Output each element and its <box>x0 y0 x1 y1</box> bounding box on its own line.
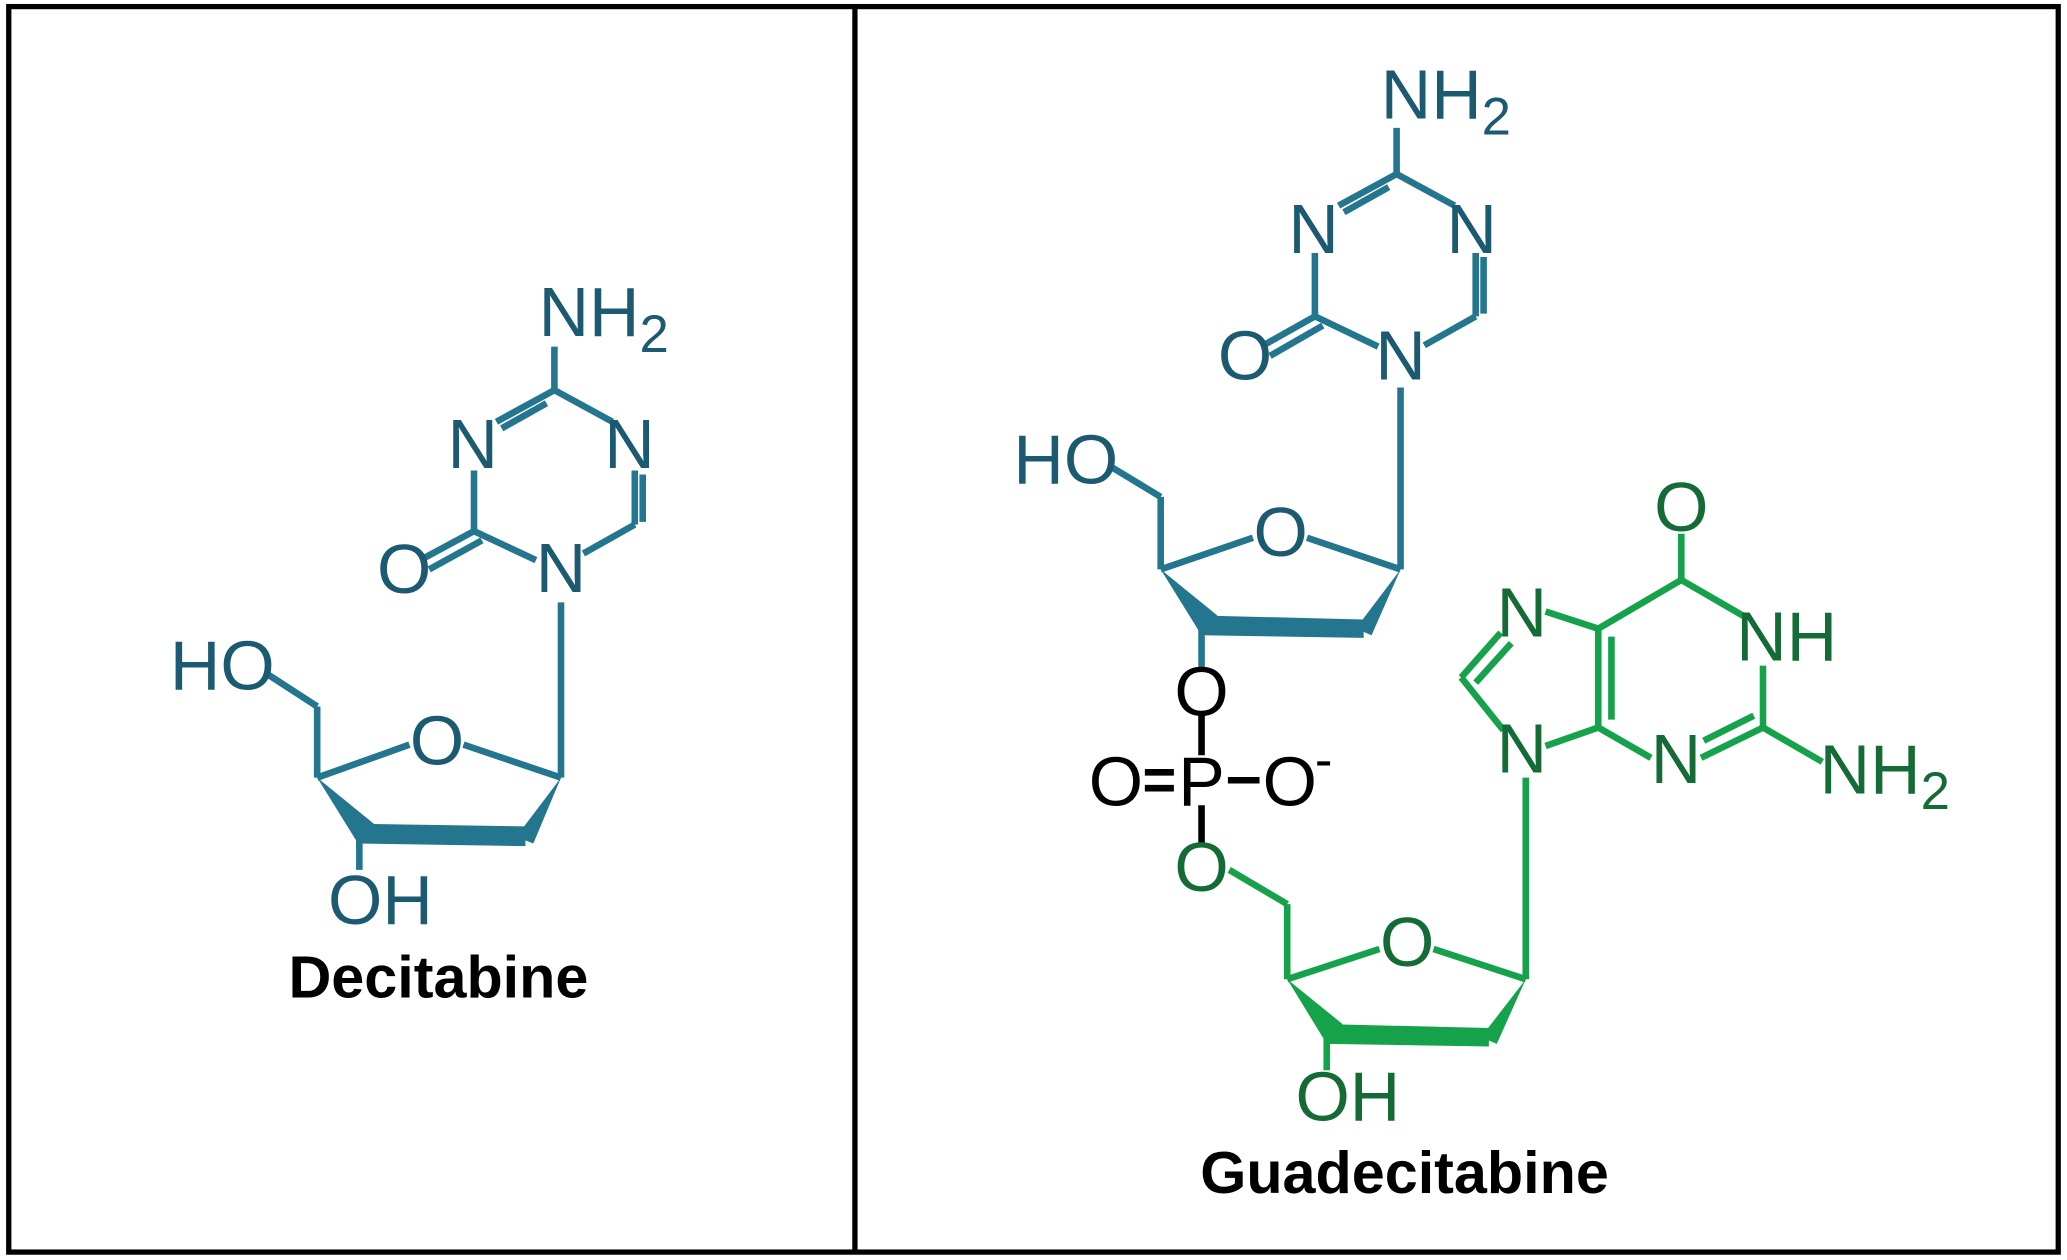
ring-n-right-label: N <box>604 405 654 483</box>
aza-ring-n1-label: N <box>1375 317 1425 395</box>
ring-n1-label: N <box>536 529 586 607</box>
decitabine-bonds <box>266 346 647 870</box>
guanine-n7-label: N <box>1497 574 1547 652</box>
phosphate-o-minus-label: O <box>1263 742 1317 820</box>
aza-wedges <box>1160 569 1401 638</box>
aza-carbonyl-o-label: O <box>1218 317 1272 395</box>
guanine-nh-label: NH <box>1736 597 1837 675</box>
guanine-carbonyl-o-label: O <box>1654 468 1708 546</box>
aza-ring-n-left-label: N <box>1288 190 1338 268</box>
ho-label: HO <box>170 626 275 704</box>
decitabine-atoms: NH2 N N N O O HO OH <box>170 273 669 939</box>
guanine-bonds <box>1227 533 1824 1071</box>
guanine-wedges <box>1287 979 1526 1047</box>
carbonyl-o-label: O <box>377 530 431 608</box>
phosphate-bonds <box>1144 714 1260 844</box>
guanine-ring-o-label: O <box>1380 903 1434 981</box>
aza-bonds <box>1108 127 1487 670</box>
aza-ho-label: HO <box>1013 421 1118 499</box>
decitabine-name: Decitabine <box>288 944 588 1011</box>
guanine-n3-label: N <box>1651 720 1701 798</box>
phosphate-o-bottom-label: O <box>1174 828 1228 906</box>
decitabine-wedges <box>317 777 561 847</box>
guadecitabine-name: Guadecitabine <box>1200 1139 1609 1206</box>
guanine-n9-label: N <box>1497 709 1547 787</box>
ring-o-label: O <box>410 701 464 779</box>
frame <box>6 3 2061 1255</box>
oh-label: OH <box>328 861 433 939</box>
amino-label: NH2 <box>539 273 669 364</box>
guanine-amino-label: NH2 <box>1820 730 1950 821</box>
phosphate-charge-label: - <box>1315 731 1333 790</box>
phosphate-o-top-label: O <box>1174 653 1228 731</box>
phosphate-o-double-label: O <box>1089 742 1143 820</box>
guadecitabine-panel: NH2 N N N O O HO O O P O - O <box>1013 56 1949 1206</box>
guanine-atoms: O N NH N N NH2 O OH <box>1295 468 1949 1135</box>
ring-n-left-label: N <box>447 405 497 483</box>
decitabine-panel: NH2 N N N O O HO OH Decitabine <box>170 273 669 1011</box>
aza-atoms: NH2 N N N O O HO <box>1013 56 1511 572</box>
phosphate-o-bottom: O <box>1174 828 1228 906</box>
phosphate-atoms: O O P O - <box>1089 653 1333 821</box>
guanine-oh-label: OH <box>1295 1057 1400 1135</box>
aza-amino-label: NH2 <box>1381 56 1511 147</box>
aza-ring-n-right-label: N <box>1447 190 1497 268</box>
aza-ring-o-label: O <box>1253 493 1307 571</box>
phosphorus-label: P <box>1178 742 1225 820</box>
